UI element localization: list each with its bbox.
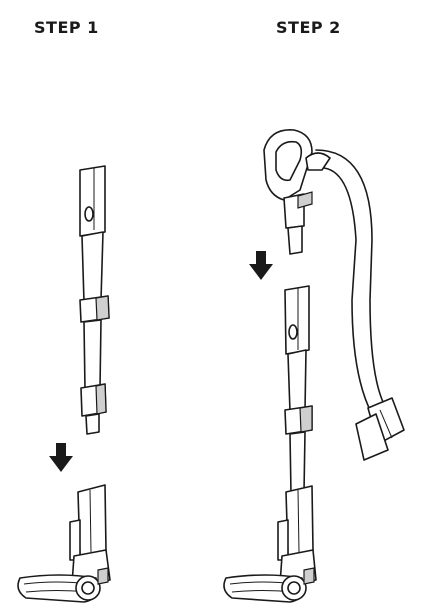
step-2-label: STEP 2 [276,18,341,37]
step-1-label: STEP 1 [34,18,99,37]
step2-handheld [263,129,405,461]
down-arrow-icon [49,443,73,472]
step1-floor-nozzle [17,484,111,603]
step1-wand [79,165,110,435]
down-arrow-icon [249,251,273,280]
step2-stick-body [223,285,317,603]
